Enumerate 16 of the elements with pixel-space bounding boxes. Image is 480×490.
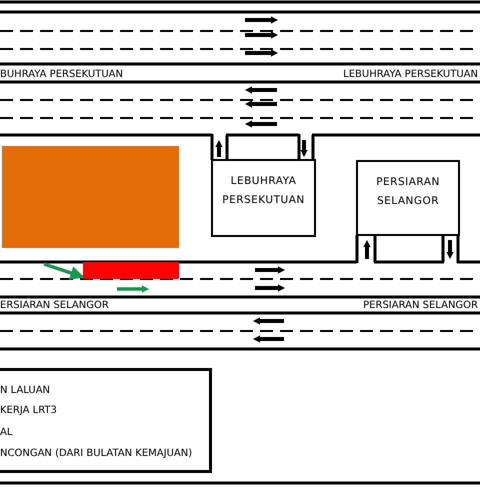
station-box <box>211 159 316 237</box>
road-name: PERSIARAN SELANGOR <box>363 300 478 311</box>
station-name: LEBUHRAYA PERSEKUTUAN <box>221 174 306 208</box>
arrow <box>43 262 84 280</box>
road-name: BUHRAYA PERSEKUTUAN <box>0 69 123 80</box>
legend-text: N LALUAN <box>0 385 50 396</box>
station-box <box>356 160 460 236</box>
site-block <box>2 146 179 248</box>
legend-text: AL <box>0 427 12 438</box>
road-name: ERSIARAN SELANGOR <box>0 300 109 311</box>
work-zone-bar <box>83 262 179 279</box>
road-name: LEBUHRAYA PERSEKUTUAN <box>343 69 478 80</box>
station-name: PERSIARAN SELANGOR <box>375 175 441 209</box>
legend-text: KERJA LRT3 <box>0 405 57 416</box>
legend-panel <box>0 368 212 473</box>
legend-text: NCONGAN (DARI BULATAN KEMAJUAN) <box>0 448 192 459</box>
